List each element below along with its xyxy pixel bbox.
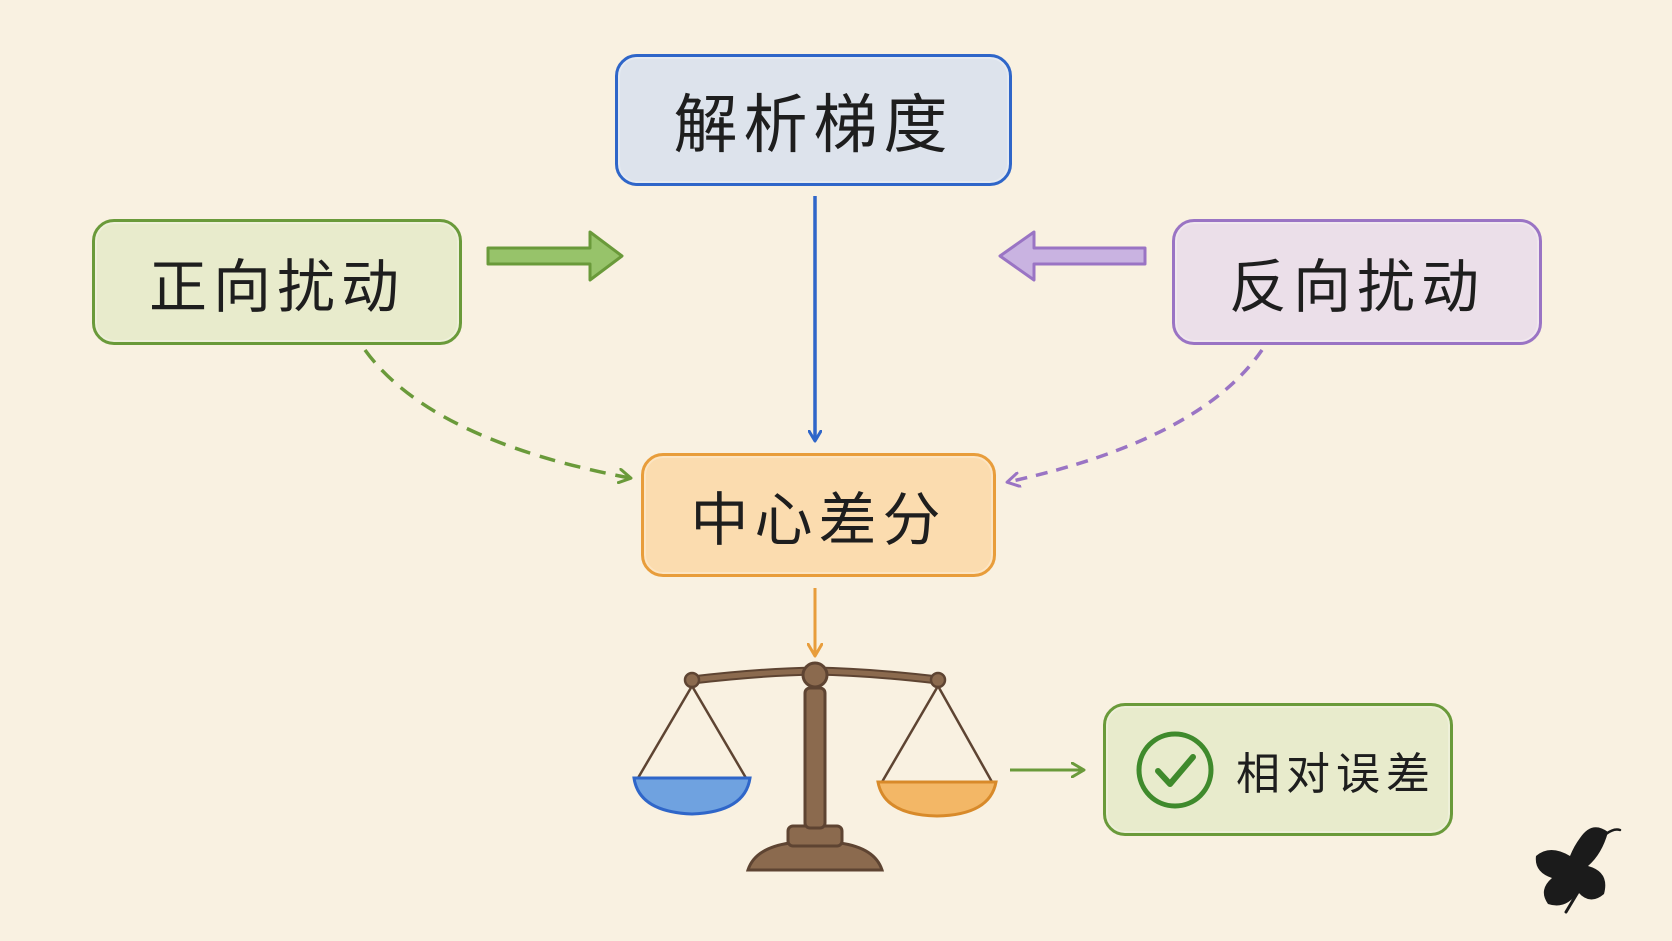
butterfly-logo-icon xyxy=(1535,827,1622,914)
analytic-gradient-label: 解析梯度 xyxy=(673,89,954,163)
backward-perturbation-node: 反向扰动 xyxy=(1172,219,1542,345)
balance-scale-icon xyxy=(632,661,998,872)
backward-perturbation-label: 反向扰动 xyxy=(1228,253,1485,321)
central-difference-label: 中心差分 xyxy=(690,486,947,554)
backward-to-central-dashed-arrow xyxy=(1008,349,1264,482)
analytic-gradient-node: 解析梯度 xyxy=(615,54,1012,186)
relative-error-node: 相对误差 xyxy=(1103,703,1453,836)
forward-to-gradient-arrow xyxy=(486,230,624,282)
central-difference-node: 中心差分 xyxy=(641,453,996,577)
relative-error-label: 相对误差 xyxy=(1236,748,1436,800)
forward-to-central-dashed-arrow xyxy=(363,348,630,478)
backward-to-gradient-arrow xyxy=(998,230,1147,282)
check-circle-icon xyxy=(1136,731,1214,808)
forward-perturbation-node: 正向扰动 xyxy=(92,219,462,345)
forward-perturbation-label: 正向扰动 xyxy=(148,253,405,321)
